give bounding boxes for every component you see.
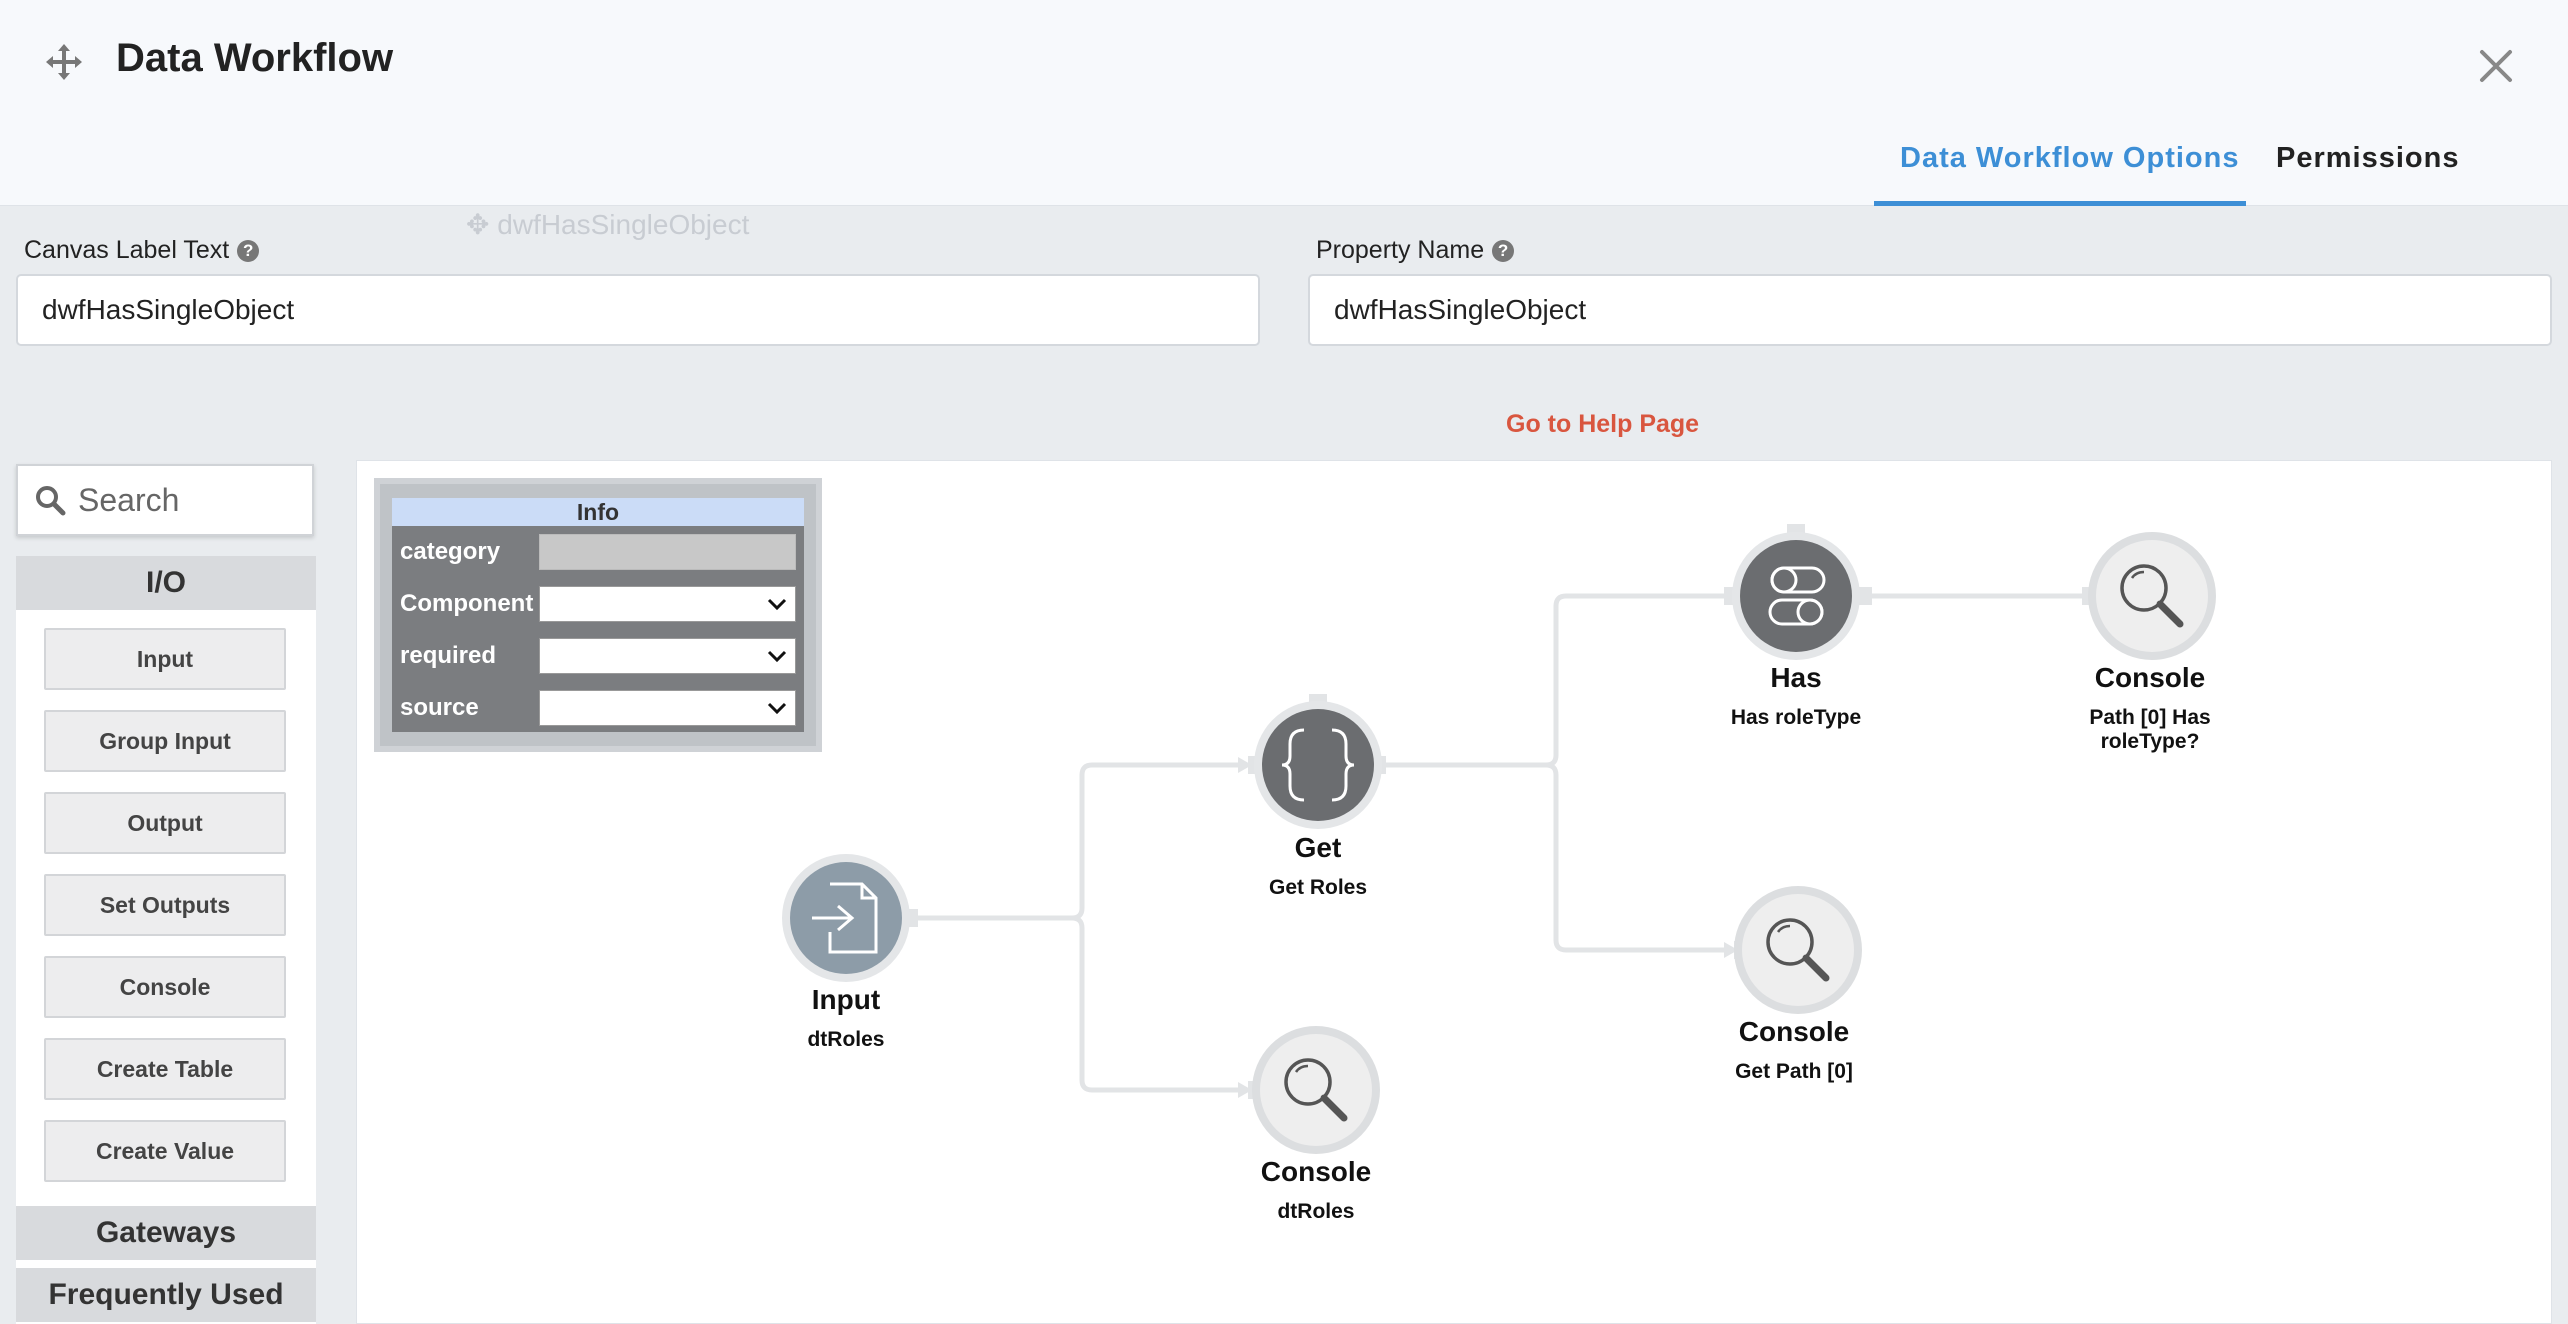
active-tab-indicator: [1874, 201, 2246, 206]
close-icon[interactable]: [2478, 48, 2514, 84]
source-select[interactable]: [538, 690, 796, 726]
move-icon[interactable]: [44, 42, 84, 82]
node-console-path-has-label: Console Path [0] Has roleType?: [2089, 662, 2211, 753]
palette-item-create-table[interactable]: Create Table: [44, 1038, 286, 1100]
tab-data-workflow-options[interactable]: Data Workflow Options: [1900, 142, 2240, 174]
node-get-label: Get Get Roles: [1268, 832, 1368, 899]
chevron-down-icon: [767, 650, 787, 663]
info-panel-body: Info category Component required source: [392, 498, 804, 732]
palette-item-input[interactable]: Input: [44, 628, 286, 690]
info-row-required: required: [392, 630, 804, 682]
move-icon: ✥: [466, 209, 490, 240]
help-page-link[interactable]: Go to Help Page: [1506, 410, 1700, 438]
node-has-label: Has Has roleType: [1730, 662, 1862, 729]
canvas-label-text-label: Canvas Label Text ?: [24, 236, 260, 265]
node-input-label: Input dtRoles: [807, 984, 885, 1051]
chevron-down-icon: [767, 598, 787, 611]
search-icon: [36, 486, 66, 516]
property-name-label: Property Name ?: [1316, 236, 1515, 265]
node-console-dtroles-label: Console dtRoles: [1260, 1156, 1372, 1223]
node-console-get-path-label: Console Get Path [0]: [1735, 1016, 1853, 1083]
info-row-component: Component: [392, 578, 804, 630]
required-select[interactable]: [538, 638, 796, 674]
component-palette: I/O Input Group Input Output Set Outputs…: [16, 556, 316, 1324]
info-panel: Info category Component required source: [374, 478, 822, 752]
dialog-title: Data Workflow: [116, 36, 394, 80]
palette-section-io[interactable]: I/O: [16, 556, 316, 610]
tab-permissions[interactable]: Permissions: [2276, 142, 2460, 174]
info-row-category: category: [392, 526, 804, 578]
palette-item-output[interactable]: Output: [44, 792, 286, 854]
search-input[interactable]: [78, 481, 298, 519]
info-panel-title: Info: [392, 498, 804, 526]
canvas-label-text-input[interactable]: [16, 274, 1260, 346]
palette-search[interactable]: [16, 464, 314, 536]
palette-item-group-input[interactable]: Group Input: [44, 710, 286, 772]
category-field: [538, 534, 796, 570]
help-icon[interactable]: ?: [1492, 239, 1515, 262]
help-icon[interactable]: ?: [237, 239, 260, 262]
palette-item-set-outputs[interactable]: Set Outputs: [44, 874, 286, 936]
dialog-header: Data Workflow Data Workflow Options Perm…: [0, 0, 2568, 206]
palette-item-console[interactable]: Console: [44, 956, 286, 1018]
palette-section-gateways[interactable]: Gateways: [16, 1206, 316, 1260]
palette-item-create-value[interactable]: Create Value: [44, 1120, 286, 1182]
canvas-ghost-label: ✥ dwfHasSingleObject: [466, 209, 750, 240]
property-name-input[interactable]: [1308, 274, 2552, 346]
chevron-down-icon: [767, 702, 787, 715]
info-row-source: source: [392, 682, 804, 734]
palette-section-frequently-used[interactable]: Frequently Used: [16, 1268, 316, 1322]
component-select[interactable]: [538, 586, 796, 622]
